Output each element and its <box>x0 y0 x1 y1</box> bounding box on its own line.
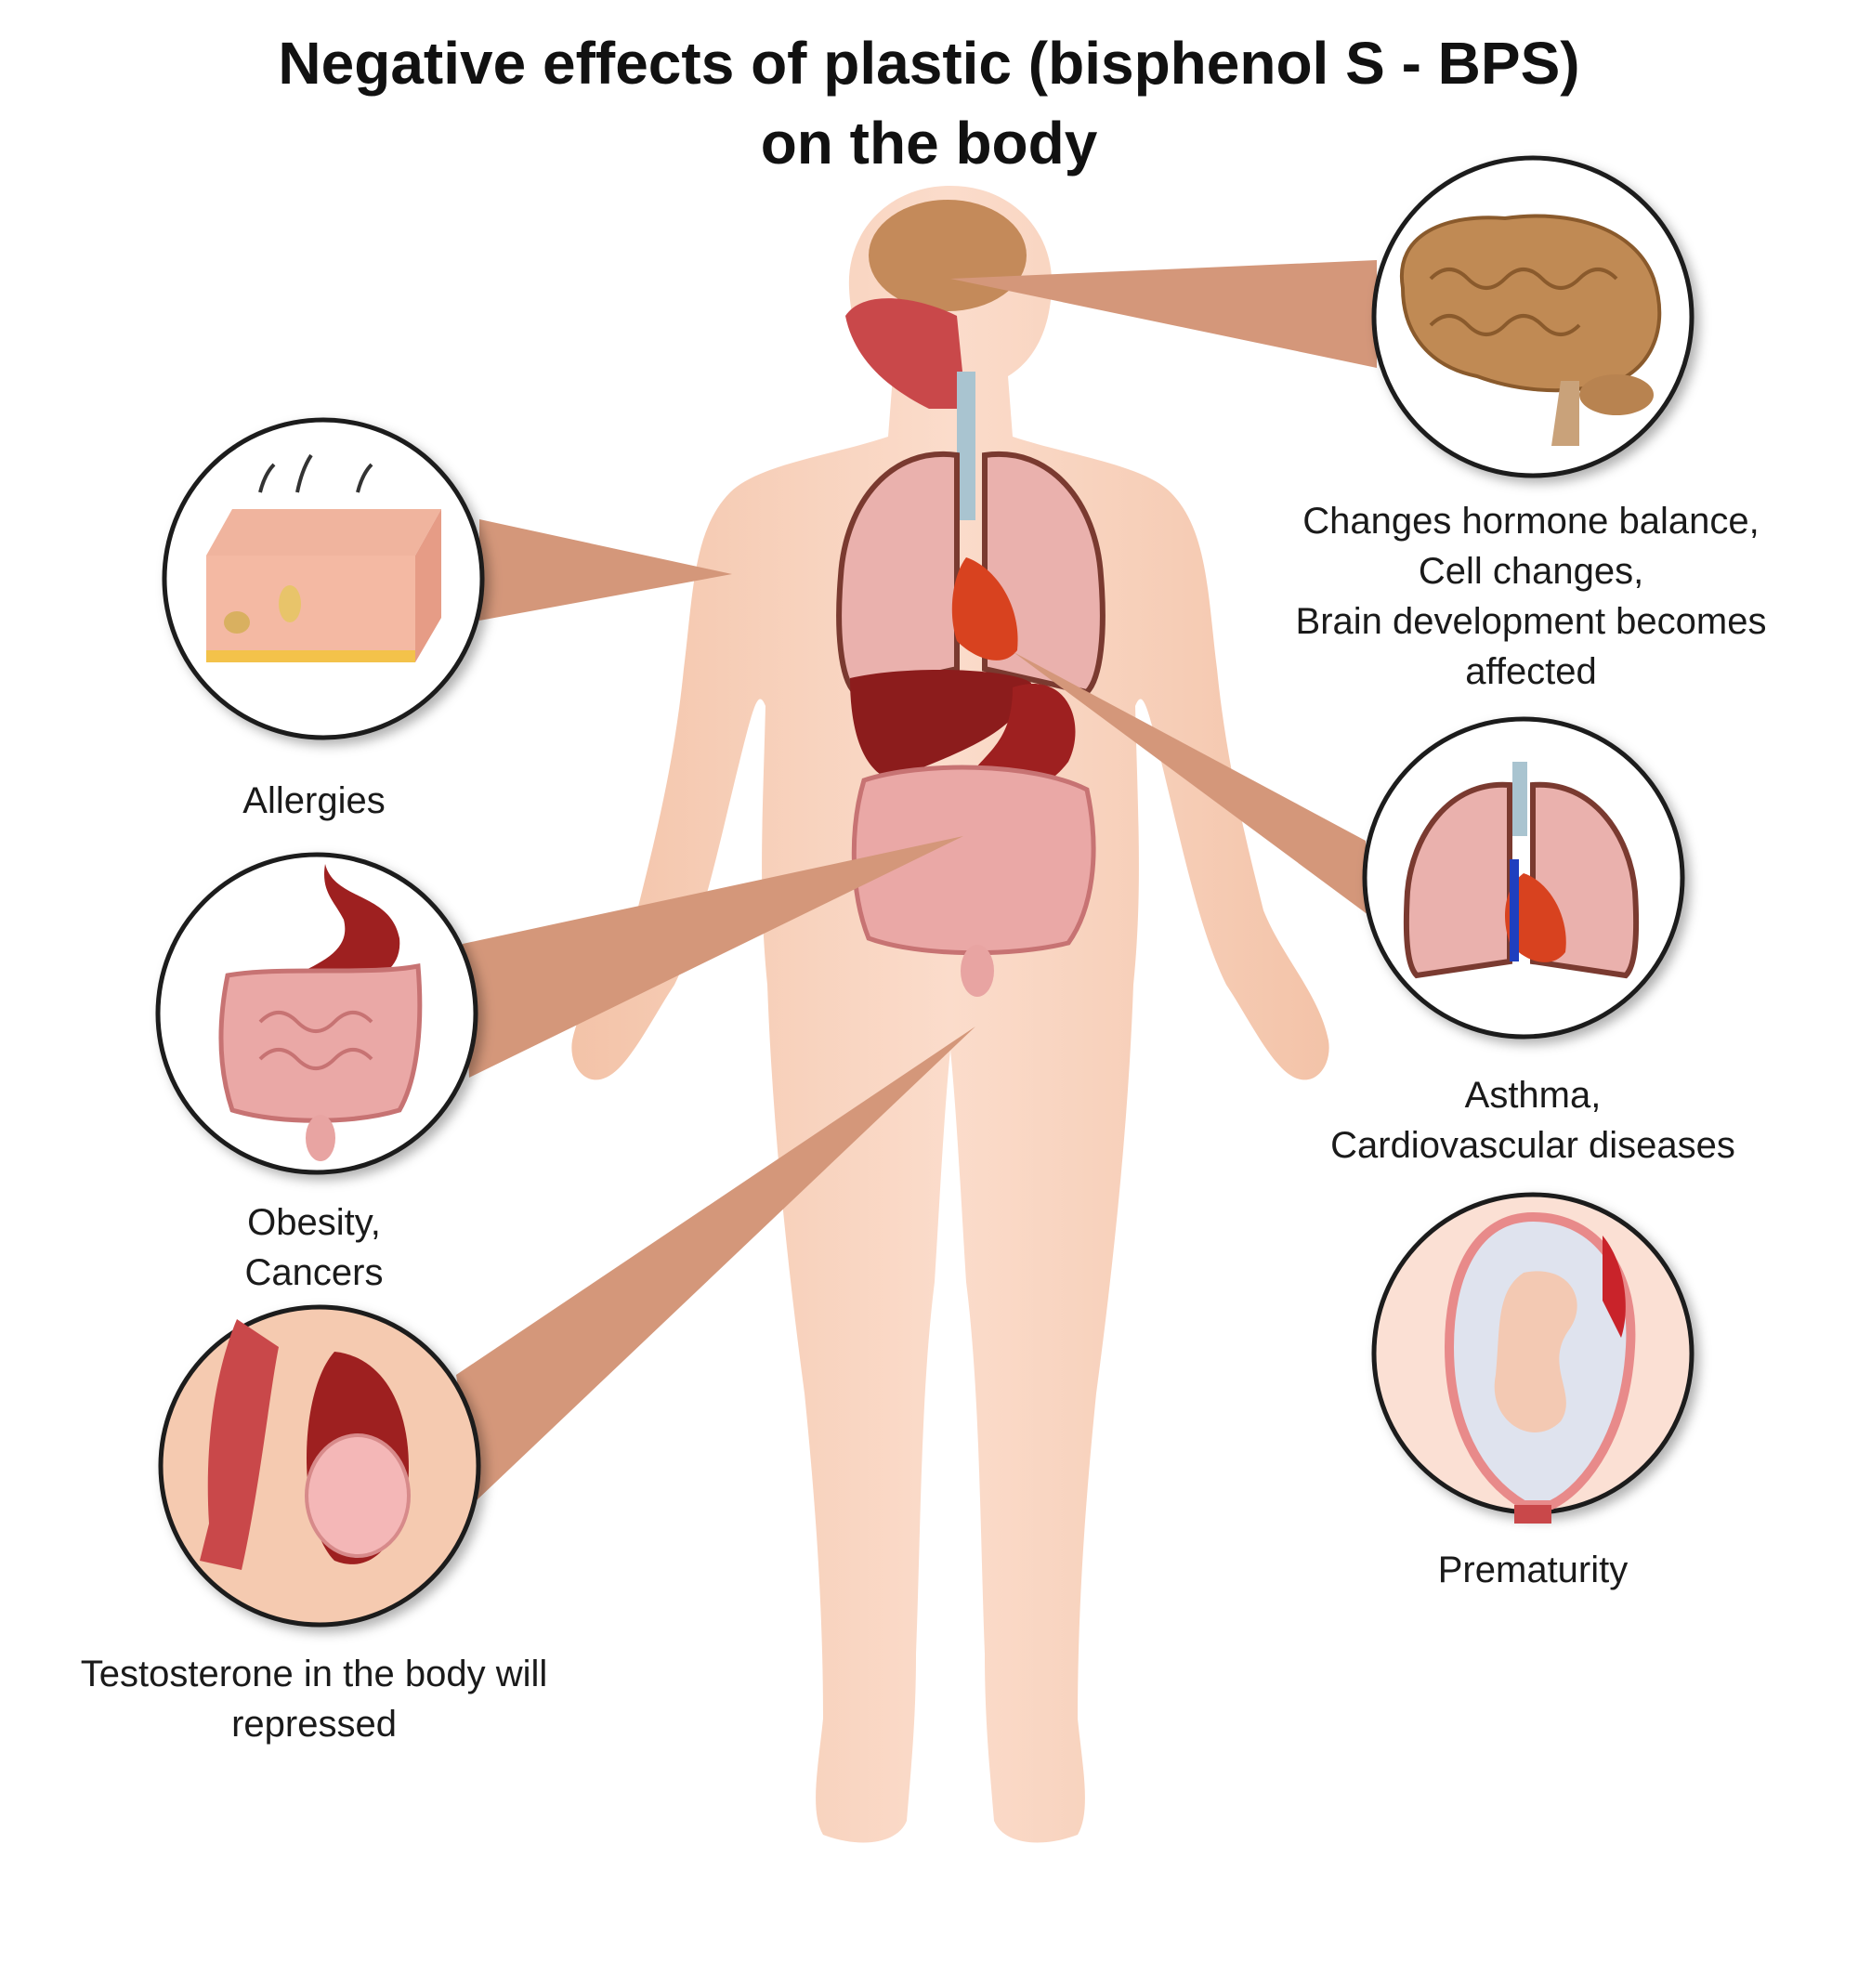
circle-fetus <box>1371 1192 1694 1524</box>
intestines <box>851 765 1096 956</box>
label-brain: Changes hormone balance, Cell changes, B… <box>1206 496 1856 697</box>
circle-testis <box>158 1304 481 1628</box>
circle-skin <box>162 417 485 740</box>
human-body <box>0 186 1858 1988</box>
brain-icon <box>1399 214 1662 446</box>
liver <box>850 669 1031 780</box>
label-skin: Allergies <box>0 776 639 826</box>
circle-digestive <box>155 852 478 1175</box>
label-fetus: Prematurity <box>1208 1545 1858 1595</box>
pointer-digestive <box>463 836 963 1078</box>
label-digestive: Obesity, Cancers <box>0 1197 639 1298</box>
label-line: Changes hormone balance, <box>1302 501 1760 542</box>
nasal-cavity <box>845 298 966 409</box>
label-line: Testosterone in the body will <box>80 1654 548 1694</box>
bladder <box>961 945 994 997</box>
testis-icon <box>200 1319 411 1570</box>
label-lungs: Asthma, Cardiovascular diseases <box>1208 1070 1858 1171</box>
label-line: Allergies <box>242 780 386 821</box>
label-line: Cardiovascular diseases <box>1330 1125 1735 1166</box>
label-line: affected <box>1465 651 1597 692</box>
digestive-system-icon <box>218 864 423 1161</box>
label-line: Cancers <box>244 1252 384 1293</box>
title-line-1: Negative effects of plastic (bisphenol S… <box>278 30 1580 97</box>
pointer-testis <box>456 1027 975 1501</box>
fetus-in-uterus-icon <box>1444 1211 1636 1524</box>
label-line: Brain development becomes <box>1295 601 1767 642</box>
label-line: Prematurity <box>1437 1550 1629 1590</box>
page-title: Negative effects of plastic (bisphenol S… <box>0 23 1858 183</box>
heart <box>951 557 1018 660</box>
trachea <box>957 372 975 520</box>
pointers <box>456 260 1377 1501</box>
body-brain <box>869 200 1027 311</box>
pointer-skin <box>479 519 732 621</box>
left-lung <box>836 451 960 696</box>
label-line: Asthma, <box>1464 1075 1602 1116</box>
lungs-heart-icon <box>1403 762 1640 979</box>
skin-layers-icon <box>206 453 441 662</box>
circle-lungs <box>1362 716 1685 1040</box>
label-line: Cell changes, <box>1418 551 1644 592</box>
title-line-2: on the body <box>760 110 1098 177</box>
circle-brain <box>1371 155 1694 478</box>
label-line: repressed <box>231 1704 397 1745</box>
pointer-brain <box>950 260 1377 368</box>
pointer-lungs <box>1014 652 1368 915</box>
label-line: Obesity, <box>247 1202 381 1243</box>
label-testis: Testosterone in the body will repressed <box>0 1649 639 1749</box>
